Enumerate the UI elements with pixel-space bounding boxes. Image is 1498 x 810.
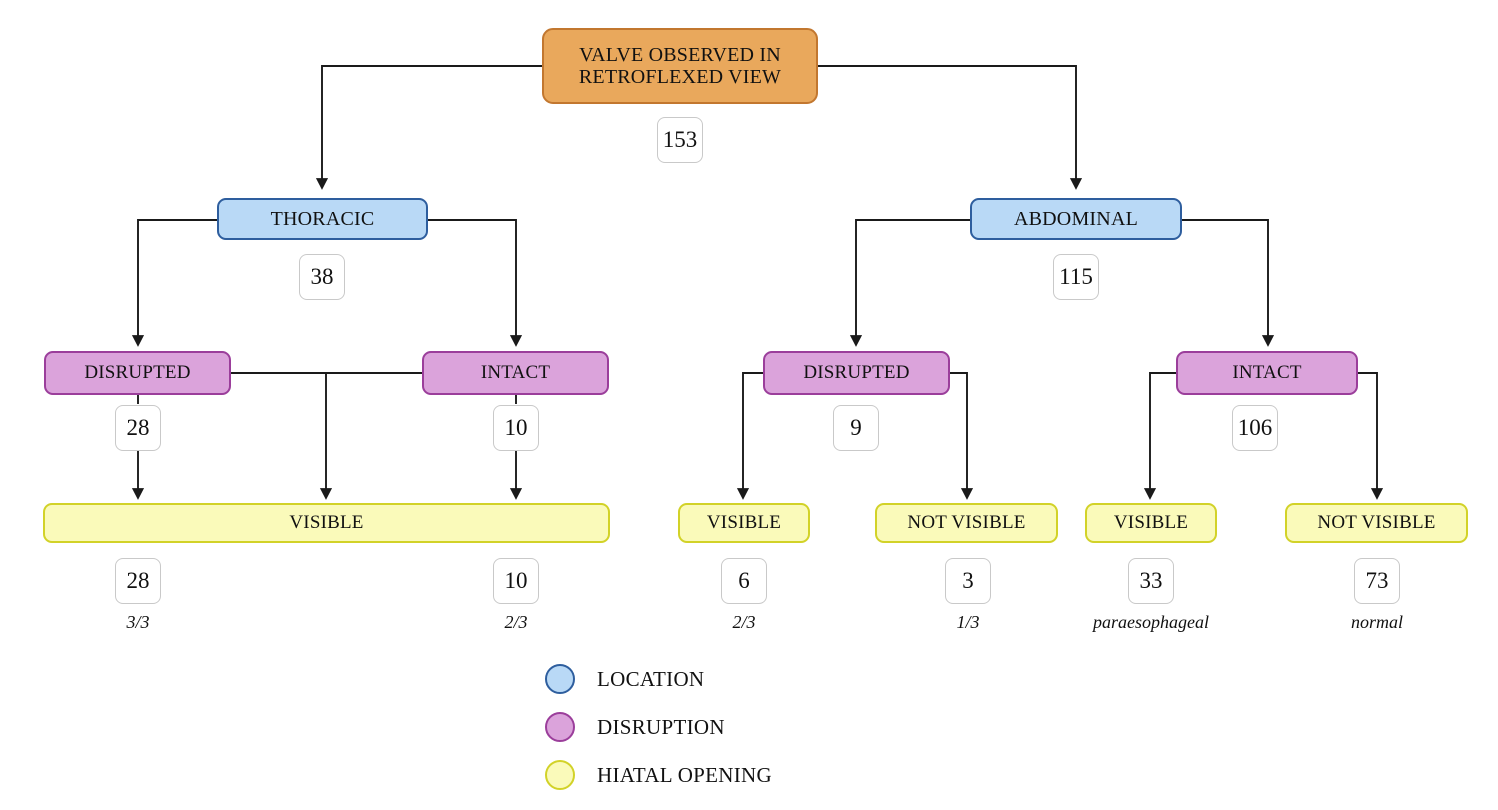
note-thoracic-intact-visible-text: 2/3 [504,612,528,632]
node-thoracic-label: THORACIC [270,207,375,230]
node-thoracic-disrupted-label: DISRUPTED [84,362,191,384]
note-abd-intact-not-visible: normal [1351,612,1403,633]
count-badge-abd-disrupted-not-visible-value: 3 [962,568,974,593]
note-abd-intact-visible-text: paraesophageal [1093,612,1209,632]
node-thoracic[interactable]: THORACIC [217,198,428,240]
count-badge-thoracic-intact-value: 10 [504,415,528,440]
node-abd-intact-not-visible-label: NOT VISIBLE [1317,512,1436,534]
node-abdominal-intact[interactable]: INTACT [1176,351,1358,395]
node-root-label-line1: VALVE OBSERVED IN [579,43,781,66]
count-badge-abdominal-disrupted: 9 [833,405,879,451]
note-thoracic-disrupted-visible-text: 3/3 [126,612,150,632]
node-abdominal-intact-label: INTACT [1232,362,1302,384]
note-thoracic-disrupted-visible: 3/3 [126,612,149,633]
node-abd-disrupted-visible-label: VISIBLE [706,512,782,534]
node-abd-intact-not-visible[interactable]: NOT VISIBLE [1285,503,1468,543]
note-abd-disrupted-visible: 2/3 [732,612,755,633]
legend-swatch-hiatal-opening-icon [545,760,575,790]
node-root-label: VALVE OBSERVED IN RETROFLEXED VIEW [579,44,781,89]
count-badge-thoracic-value: 38 [310,264,334,289]
count-badge-thoracic-disrupted: 28 [115,405,161,451]
node-abd-intact-visible-label: VISIBLE [1113,512,1189,534]
node-abd-intact-visible[interactable]: VISIBLE [1085,503,1217,543]
count-badge-abd-intact-not-visible-value: 73 [1365,568,1389,593]
note-abd-disrupted-not-visible: 1/3 [956,612,979,633]
legend-item-hiatal-opening: HIATAL OPENING [545,751,772,799]
count-badge-thoracic-disrupted-value: 28 [126,415,150,440]
count-badge-abd-disrupted-visible: 6 [721,558,767,604]
count-badge-abd-disrupted-visible-value: 6 [738,568,750,593]
count-badge-thoracic-intact: 10 [493,405,539,451]
legend-swatch-location-icon [545,664,575,694]
count-badge-abd-intact-visible-value: 33 [1139,568,1163,593]
legend-swatch-disruption-icon [545,712,575,742]
node-abdominal[interactable]: ABDOMINAL [970,198,1182,240]
note-thoracic-intact-visible: 2/3 [504,612,527,633]
legend: LOCATION DISRUPTION HIATAL OPENING [545,655,772,799]
legend-label-disruption: DISRUPTION [597,714,725,739]
count-badge-thoracic-intact-visible-value: 10 [504,568,528,593]
node-thoracic-intact-label: INTACT [480,362,551,384]
legend-item-disruption: DISRUPTION [545,703,772,751]
node-root-label-line2: RETROFLEXED VIEW [578,66,782,88]
count-badge-thoracic-intact-visible: 10 [493,558,539,604]
legend-label-location: LOCATION [597,666,705,691]
count-badge-abd-disrupted-not-visible: 3 [945,558,991,604]
node-thoracic-intact[interactable]: INTACT [422,351,609,395]
node-abd-disrupted-visible[interactable]: VISIBLE [678,503,810,543]
count-badge-abdominal-disrupted-value: 9 [850,415,862,440]
legend-label-hiatal-opening: HIATAL OPENING [597,762,772,787]
count-badge-thoracic: 38 [299,254,345,300]
note-abd-intact-visible: paraesophageal [1093,612,1209,633]
count-badge-thoracic-disrupted-visible-value: 28 [126,568,150,593]
count-badge-abdominal: 115 [1053,254,1099,300]
legend-item-location: LOCATION [545,655,772,703]
node-thoracic-visible-label: VISIBLE [289,512,364,534]
count-badge-abd-intact-not-visible: 73 [1354,558,1400,604]
node-root-valve-observed[interactable]: VALVE OBSERVED IN RETROFLEXED VIEW [542,28,818,104]
note-abd-disrupted-visible-text: 2/3 [732,612,756,632]
node-abdominal-label: ABDOMINAL [1013,207,1139,230]
node-thoracic-disrupted[interactable]: DISRUPTED [44,351,231,395]
count-badge-abdominal-intact-value: 106 [1237,415,1273,440]
count-badge-abd-intact-visible: 33 [1128,558,1174,604]
count-badge-abdominal-value: 115 [1059,264,1093,289]
node-thoracic-visible[interactable]: VISIBLE [43,503,610,543]
node-abdominal-disrupted-label: DISRUPTED [803,362,910,384]
node-abd-disrupted-not-visible[interactable]: NOT VISIBLE [875,503,1058,543]
note-abd-intact-not-visible-text: normal [1350,612,1404,632]
count-badge-root-value: 153 [662,127,698,152]
count-badge-abdominal-intact: 106 [1232,405,1278,451]
node-abd-disrupted-not-visible-label: NOT VISIBLE [907,512,1026,534]
node-abdominal-disrupted[interactable]: DISRUPTED [763,351,950,395]
count-badge-root: 153 [657,117,703,163]
note-abd-disrupted-not-visible-text: 1/3 [956,612,980,632]
count-badge-thoracic-disrupted-visible: 28 [115,558,161,604]
